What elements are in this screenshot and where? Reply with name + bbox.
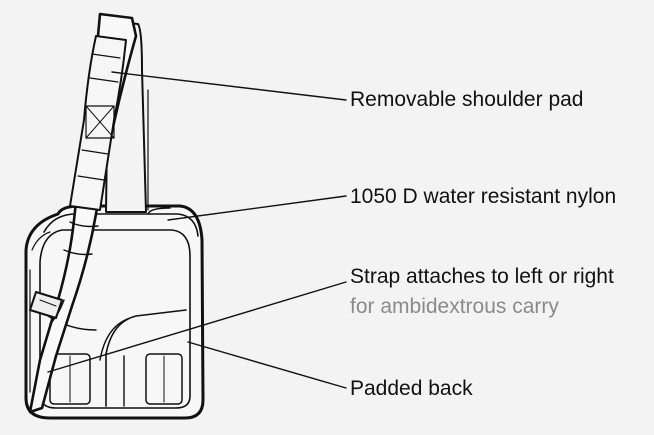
label-padded-back-text: Padded back [350,377,473,400]
leader-padded-back [187,341,347,389]
back-pad-right [145,353,183,405]
label-shoulder-pad: Removable shoulder pad [350,87,583,113]
label-padded-back: Padded back [350,376,473,402]
leader-strap [47,281,347,373]
label-strap-line2: for ambidextrous carry [350,295,559,318]
strap-buckle [29,291,63,319]
leader-shoulder-pad [111,71,347,101]
top-rim [43,213,199,237]
label-strap-line1: Strap attaches to left or right [350,265,614,288]
shoulder-pad [69,35,127,211]
label-nylon: 1050 D water resistant nylon [350,184,616,210]
label-nylon-text: 1050 D water resistant nylon [350,185,617,208]
padded-back-center [105,309,187,355]
label-strap: Strap attaches to left or right for ambi… [350,264,614,320]
label-shoulder-pad-text: Removable shoulder pad [350,88,584,111]
front-panel [39,229,191,409]
leader-nylon [167,195,347,221]
